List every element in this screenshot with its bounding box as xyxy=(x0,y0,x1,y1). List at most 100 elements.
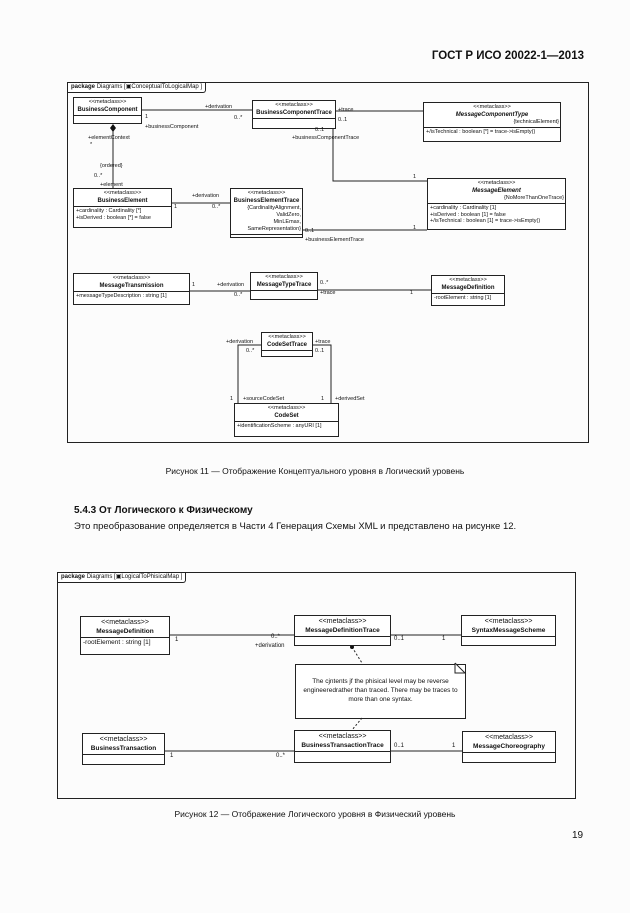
note-text: The cjntents jf the phisical level may b… xyxy=(303,678,458,703)
association-end-label: +businessElementTrace xyxy=(305,237,364,243)
class-name: BusinessComponent xyxy=(77,107,138,113)
association-line xyxy=(237,344,261,403)
uml-class-message-definition-trace: <<metaclass>>MessageDefinitionTrace xyxy=(294,615,391,646)
class-attributes: +/isTechnical : boolean [*] = trace->isE… xyxy=(424,127,560,141)
association-end-label: +businessComponentTrace xyxy=(292,135,360,141)
package-keyword: package xyxy=(61,574,86,580)
association-end-label: 0..1 xyxy=(305,228,315,234)
uml-class-business-element: <<metaclass>>BusinessElement+cardinality… xyxy=(73,188,172,228)
class-attributes: -rootElement : string [1] xyxy=(81,637,169,654)
class-name: MessageTransmission xyxy=(99,283,164,289)
figure-12-diagram: package Diagrams [▣LogicalToPhisicalMap … xyxy=(57,572,576,799)
association-end-label: 0..1 xyxy=(394,743,405,749)
association-end-label: 0..* xyxy=(234,115,243,121)
composition-diamond-icon xyxy=(110,124,116,132)
class-header: <<metaclass>>CodeSetTrace xyxy=(262,333,312,350)
class-header: <<metaclass>>BusinessTransaction xyxy=(83,734,164,754)
class-attributes xyxy=(463,752,555,762)
page-number: 19 xyxy=(572,830,584,841)
association-end-label: +trace xyxy=(338,107,354,113)
class-name: BusinessComponentTrace xyxy=(256,110,332,116)
association-line xyxy=(313,344,332,403)
uml-class-message-type-trace: <<metaclass>>MessageTypeTrace xyxy=(250,272,318,300)
uml-class-business-transaction: <<metaclass>>BusinessTransaction xyxy=(82,733,165,765)
class-constraint: {technicalElement} xyxy=(513,119,559,125)
class-stereotype: <<metaclass>> xyxy=(267,405,306,411)
class-header: <<metaclass>>BusinessComponent xyxy=(74,98,141,115)
package-path: Diagrams [ xyxy=(96,84,126,90)
uml-note: The cjntents jf the phisical level may b… xyxy=(295,664,466,719)
association-end-label: 1 xyxy=(145,114,149,120)
uml-class-message-choreography: <<metaclass>>MessageChoreography xyxy=(462,731,556,763)
class-attributes xyxy=(295,636,390,645)
association-end-label: 1 xyxy=(413,174,417,180)
class-attributes xyxy=(253,118,335,128)
class-name: CodeSet xyxy=(274,413,299,419)
class-stereotype: <<metaclass>> xyxy=(318,733,367,740)
class-header: <<metaclass>>MessageDefinition xyxy=(81,617,169,637)
note-anchor-line xyxy=(351,717,363,731)
package-tab: package Diagrams [▣LogicalToPhisicalMap … xyxy=(58,573,187,583)
class-attributes xyxy=(251,290,317,299)
association-end-label: 0..* xyxy=(234,292,243,298)
class-attributes: +identificationScheme : anyURI [1] xyxy=(235,421,338,436)
class-stereotype: <<metaclass>> xyxy=(103,190,142,196)
association-end-label: 0..1 xyxy=(338,117,348,123)
note-anchor-line xyxy=(351,646,363,664)
class-name: MessageComponentType xyxy=(455,112,529,118)
class-name: MessageDefinition xyxy=(441,285,495,291)
note-anchor-dot xyxy=(350,645,354,649)
association-end-label: +derivation xyxy=(255,643,285,649)
association-end-label: 1 xyxy=(410,290,414,296)
class-attributes xyxy=(74,115,141,123)
class-stereotype: <<metaclass>> xyxy=(101,619,149,626)
figure-11-caption: Рисунок 11 — Отображение Концептуального… xyxy=(165,466,465,476)
class-attributes xyxy=(295,751,390,762)
association-end-label: 0..1 xyxy=(315,348,325,354)
uml-class-business-element-trace: <<metaclass>>BusinessElementTrace{Cardin… xyxy=(230,188,303,238)
class-stereotype: <<metaclass>> xyxy=(473,104,511,110)
class-name: SyntaxMessageScheme xyxy=(471,627,546,634)
class-stereotype: <<metaclass>> xyxy=(318,618,367,625)
association-end-label: +derivedSet xyxy=(335,396,365,402)
class-header: <<metaclass>>BusinessElementTrace{Cardin… xyxy=(231,189,302,234)
association-end-label: +element xyxy=(100,182,123,188)
figure-12-caption: Рисунок 12 — Отображение Логического уро… xyxy=(174,809,456,819)
association-end-label: 1 xyxy=(174,204,178,210)
class-attributes xyxy=(462,636,555,645)
association-end-label: +sourceCodeSet xyxy=(243,396,285,402)
class-header: <<metaclass>>MessageTypeTrace xyxy=(251,273,317,290)
association-end-label: +businessComponent xyxy=(145,124,199,130)
class-stereotype: <<metaclass>> xyxy=(449,277,487,283)
section-paragraph: Это преобразование определяется в Части … xyxy=(74,521,517,532)
uml-class-message-component-type: <<metaclass>> MessageComponentType{techni… xyxy=(423,102,561,142)
class-attributes: -rootElement : string [1] xyxy=(432,293,504,305)
association-end-label: 1 xyxy=(192,282,196,288)
package-path: Diagrams [ xyxy=(86,574,116,580)
class-name: BusinessTransaction xyxy=(90,745,157,752)
uml-class-code-set: <<metaclass>> CodeSet +identificationSchem… xyxy=(234,403,339,437)
association-end-label: 0..* xyxy=(246,348,255,354)
diagram-icon: ▣ xyxy=(115,574,122,580)
package-tab: package Diagrams [▣ConceptualToLogicalMa… xyxy=(68,83,207,93)
class-name: MessageTypeTrace xyxy=(256,282,312,288)
uml-class-code-set-trace: <<metaclass>>CodeSetTrace xyxy=(261,332,313,357)
association-end-label: 0..* xyxy=(212,204,221,210)
class-header: <<metaclass>> MessageComponentType{techni… xyxy=(424,103,560,127)
class-name: CodeSetTrace xyxy=(266,342,308,348)
uml-class-syntax-message-scheme: <<metaclass>>SyntaxMessageScheme xyxy=(461,615,556,646)
association-end-label: {ordered} xyxy=(100,163,123,169)
diagram-name: LogicalToPhisicalMap ] xyxy=(121,574,183,580)
association-end-label: 0..* xyxy=(94,173,103,179)
class-name: BusinessElement xyxy=(97,198,148,204)
class-header: <<metaclass>>MessageChoreography xyxy=(463,732,555,752)
uml-class-business-component: <<metaclass>>BusinessComponent xyxy=(73,97,142,124)
association-end-label: +derivation xyxy=(205,104,233,110)
class-attributes xyxy=(231,234,302,237)
class-constraint: {CardinalityAlignment, ValidZero, MinLEm… xyxy=(247,205,301,232)
class-header: <<metaclass>>BusinessTransactionTrace xyxy=(295,731,390,751)
uml-class-message-definition: <<metaclass>> MessageDefinition -rootEleme… xyxy=(431,275,505,306)
association-line xyxy=(332,129,427,182)
uml-class-message-transmission: <<metaclass>>MessageTransmission+message… xyxy=(73,273,190,305)
